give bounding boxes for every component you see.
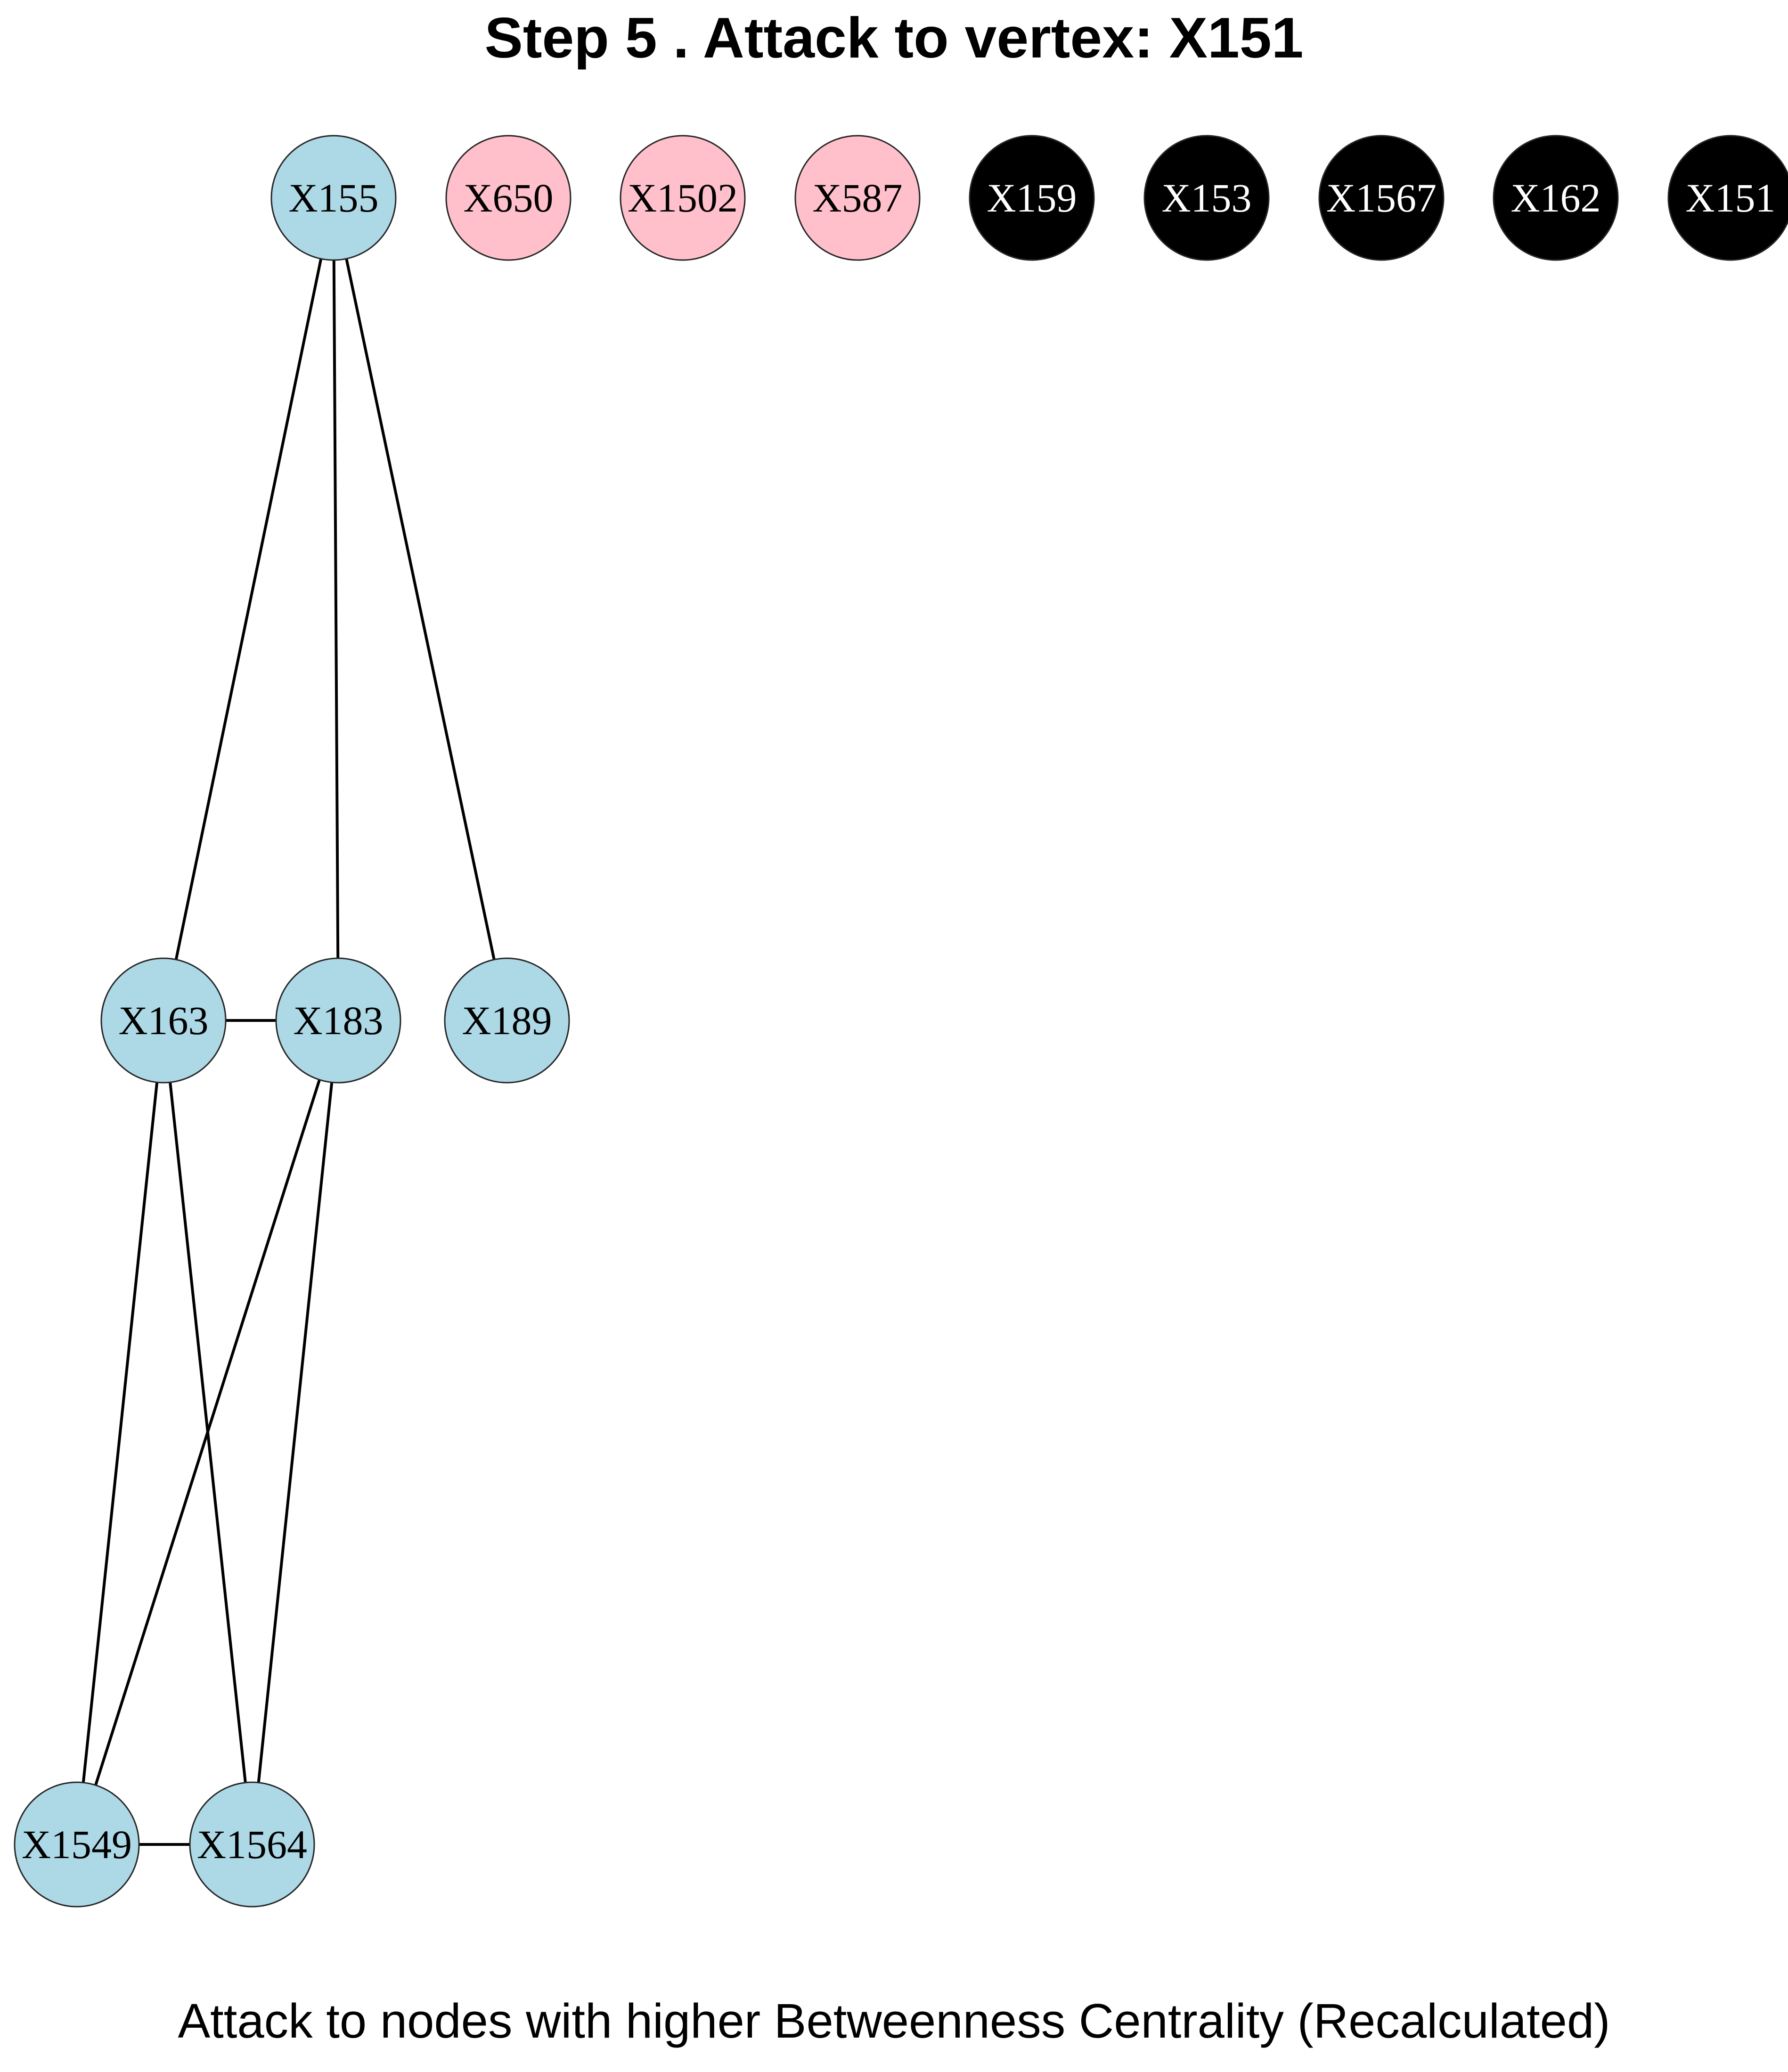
node-circle-X151 xyxy=(1667,135,1788,261)
node-X162: X162 xyxy=(1493,135,1619,261)
node-label-X163: X163 xyxy=(118,998,208,1043)
node-label-X155: X155 xyxy=(288,175,378,220)
node-label-X587: X587 xyxy=(812,175,902,220)
node-label-X159: X159 xyxy=(987,175,1077,220)
node-X163: X163 xyxy=(100,957,227,1084)
node-label-X151: X151 xyxy=(1685,175,1775,220)
node-circle-X1567 xyxy=(1318,135,1445,261)
node-circle-X163 xyxy=(100,957,227,1084)
node-X155: X155 xyxy=(270,135,397,261)
node-label-X183: X183 xyxy=(293,998,383,1043)
node-circle-X153 xyxy=(1143,135,1270,261)
node-label-X153: X153 xyxy=(1161,175,1251,220)
node-label-X650: X650 xyxy=(463,175,553,220)
node-circle-X162 xyxy=(1493,135,1619,261)
node-circle-X650 xyxy=(445,135,572,261)
node-label-X1564: X1564 xyxy=(197,1822,307,1867)
node-X1549: X1549 xyxy=(14,1781,140,1908)
node-X151: X151 xyxy=(1667,135,1788,261)
node-X189: X189 xyxy=(444,957,570,1084)
node-X587: X587 xyxy=(794,135,921,261)
plot-title: Step 5 . Attack to vertex: X151 xyxy=(484,6,1304,70)
plot-caption: Attack to nodes with higher Betweenness … xyxy=(178,1994,1610,2048)
node-circle-X155 xyxy=(270,135,397,261)
node-X1564: X1564 xyxy=(189,1781,315,1908)
edge-X155-X183 xyxy=(332,196,340,1022)
node-label-X1502: X1502 xyxy=(628,175,738,220)
node-label-X1549: X1549 xyxy=(22,1822,132,1867)
node-label-X189: X189 xyxy=(462,998,552,1043)
node-X1502: X1502 xyxy=(620,135,746,261)
node-circle-X183 xyxy=(275,957,401,1084)
edge-X155-X189 xyxy=(332,196,508,1022)
node-circle-X1502 xyxy=(620,135,746,261)
node-X1567: X1567 xyxy=(1318,135,1445,261)
node-label-X162: X162 xyxy=(1510,175,1600,220)
node-circle-X587 xyxy=(794,135,921,261)
node-X153: X153 xyxy=(1143,135,1270,261)
edge-X183-X1549 xyxy=(75,1019,340,1846)
edge-X183-X1564 xyxy=(251,1019,340,1846)
node-circle-X189 xyxy=(444,957,570,1084)
edge-X155-X163 xyxy=(162,196,335,1022)
node-circle-X159 xyxy=(969,135,1095,261)
node-label-X1567: X1567 xyxy=(1326,175,1437,220)
node-X650: X650 xyxy=(445,135,572,261)
edge-X163-X1549 xyxy=(75,1019,165,1846)
node-circle-X1549 xyxy=(14,1781,140,1908)
node-X159: X159 xyxy=(969,135,1095,261)
node-X183: X183 xyxy=(275,957,401,1084)
node-circle-X1564 xyxy=(189,1781,315,1908)
